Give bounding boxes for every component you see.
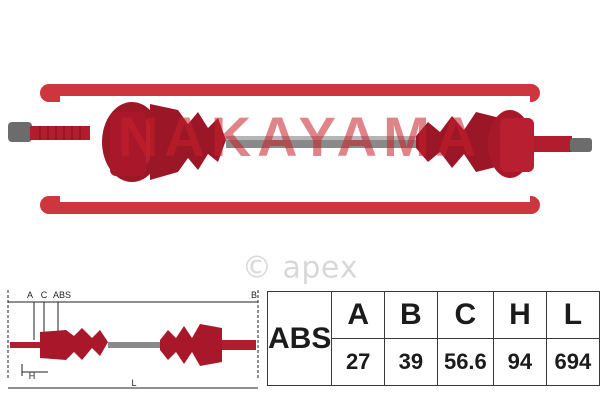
drive-shaft-photo: NAKAYAMA	[8, 84, 592, 214]
value-a: 27	[331, 338, 386, 386]
abs-label: ABS	[266, 291, 333, 386]
dimensions-table: ABS A B C H L 27 39 56.6 94 694	[266, 291, 600, 386]
col-header-h: H	[493, 291, 547, 339]
col-header-c: C	[436, 291, 495, 339]
label-l: L	[131, 378, 136, 388]
col-header-l: L	[545, 291, 600, 339]
value-h: 94	[493, 338, 547, 386]
brand-logo-mark	[40, 84, 540, 214]
svg-text:NAKAYAMA: NAKAYAMA	[118, 105, 482, 168]
label-c: C	[41, 290, 48, 300]
label-a: A	[27, 290, 33, 300]
table-value-row: 27 39 56.6 94 694	[268, 338, 600, 386]
dimension-diagram: A C ABS B H L	[7, 290, 259, 389]
value-c: 56.6	[436, 338, 495, 386]
value-l: 694	[545, 338, 600, 386]
table-header-row: ABS A B C H L	[266, 291, 600, 386]
label-abs: ABS	[53, 290, 71, 300]
col-header-b: B	[384, 291, 438, 339]
col-header-a: A	[331, 291, 386, 339]
label-h: H	[29, 371, 36, 381]
label-b: B	[251, 290, 257, 300]
value-b: 39	[384, 338, 438, 386]
watermark-text: © арех	[241, 250, 359, 286]
